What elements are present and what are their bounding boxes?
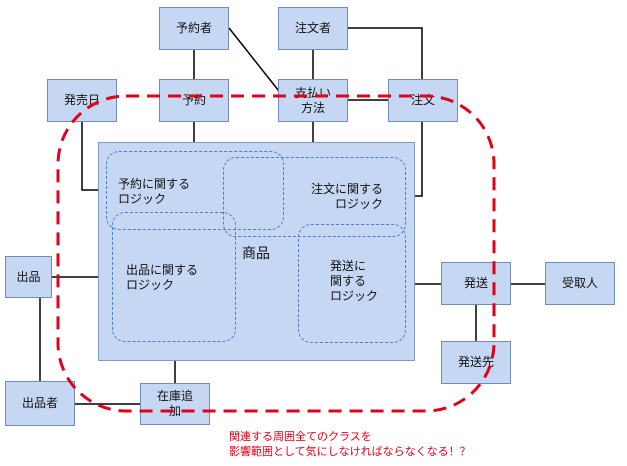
shipping-dest-class: 発送先 bbox=[441, 341, 511, 384]
recipient-class: 受取人 bbox=[545, 262, 615, 305]
orderer-class: 注文者 bbox=[278, 7, 348, 50]
reserver-label: 予約者 bbox=[175, 21, 212, 35]
release-date-label: 発売日 bbox=[63, 93, 100, 107]
product-class bbox=[98, 142, 415, 361]
product-title: 商品 bbox=[242, 246, 270, 262]
reservation-class: 予約 bbox=[159, 79, 229, 122]
listing-logic-region bbox=[112, 212, 236, 342]
reserver-class: 予約者 bbox=[159, 7, 229, 50]
reservation-logic-region bbox=[106, 151, 284, 230]
lister-label: 出品者 bbox=[21, 396, 58, 410]
order-logic-region bbox=[223, 157, 406, 237]
lister-class: 出品者 bbox=[5, 381, 75, 426]
order-logic-label: 注文に関する ロジック bbox=[311, 182, 384, 211]
shipping-dest-label: 発送先 bbox=[457, 355, 494, 369]
edge-orderer-order bbox=[348, 27, 423, 79]
orderer-label: 注文者 bbox=[294, 21, 331, 35]
edge-reserver-payment bbox=[228, 27, 287, 101]
shipping-class: 発送 bbox=[441, 262, 511, 305]
annotation-line-1: 関連する周囲全てのクラスを bbox=[229, 430, 372, 443]
stock-add-class: 在庫追 加 bbox=[140, 383, 210, 425]
listing-class: 出品 bbox=[5, 256, 52, 298]
stock-add-label: 在庫追 加 bbox=[156, 389, 193, 418]
release-date-class: 発売日 bbox=[47, 79, 117, 122]
shipping-logic-region bbox=[298, 224, 406, 343]
listing-label: 出品 bbox=[16, 269, 41, 284]
recipient-label: 受取人 bbox=[561, 276, 598, 290]
shipping-label: 発送 bbox=[463, 276, 488, 290]
listing-logic-label: 出品に関する ロジック bbox=[126, 263, 199, 292]
annotation-line-2: 影響範囲として気にしなければならなくなる！？ bbox=[229, 445, 471, 458]
shipping-logic-label: 発送に 関する ロジック bbox=[330, 259, 379, 303]
reservation-logic-label: 予約に関する ロジック bbox=[118, 177, 191, 206]
